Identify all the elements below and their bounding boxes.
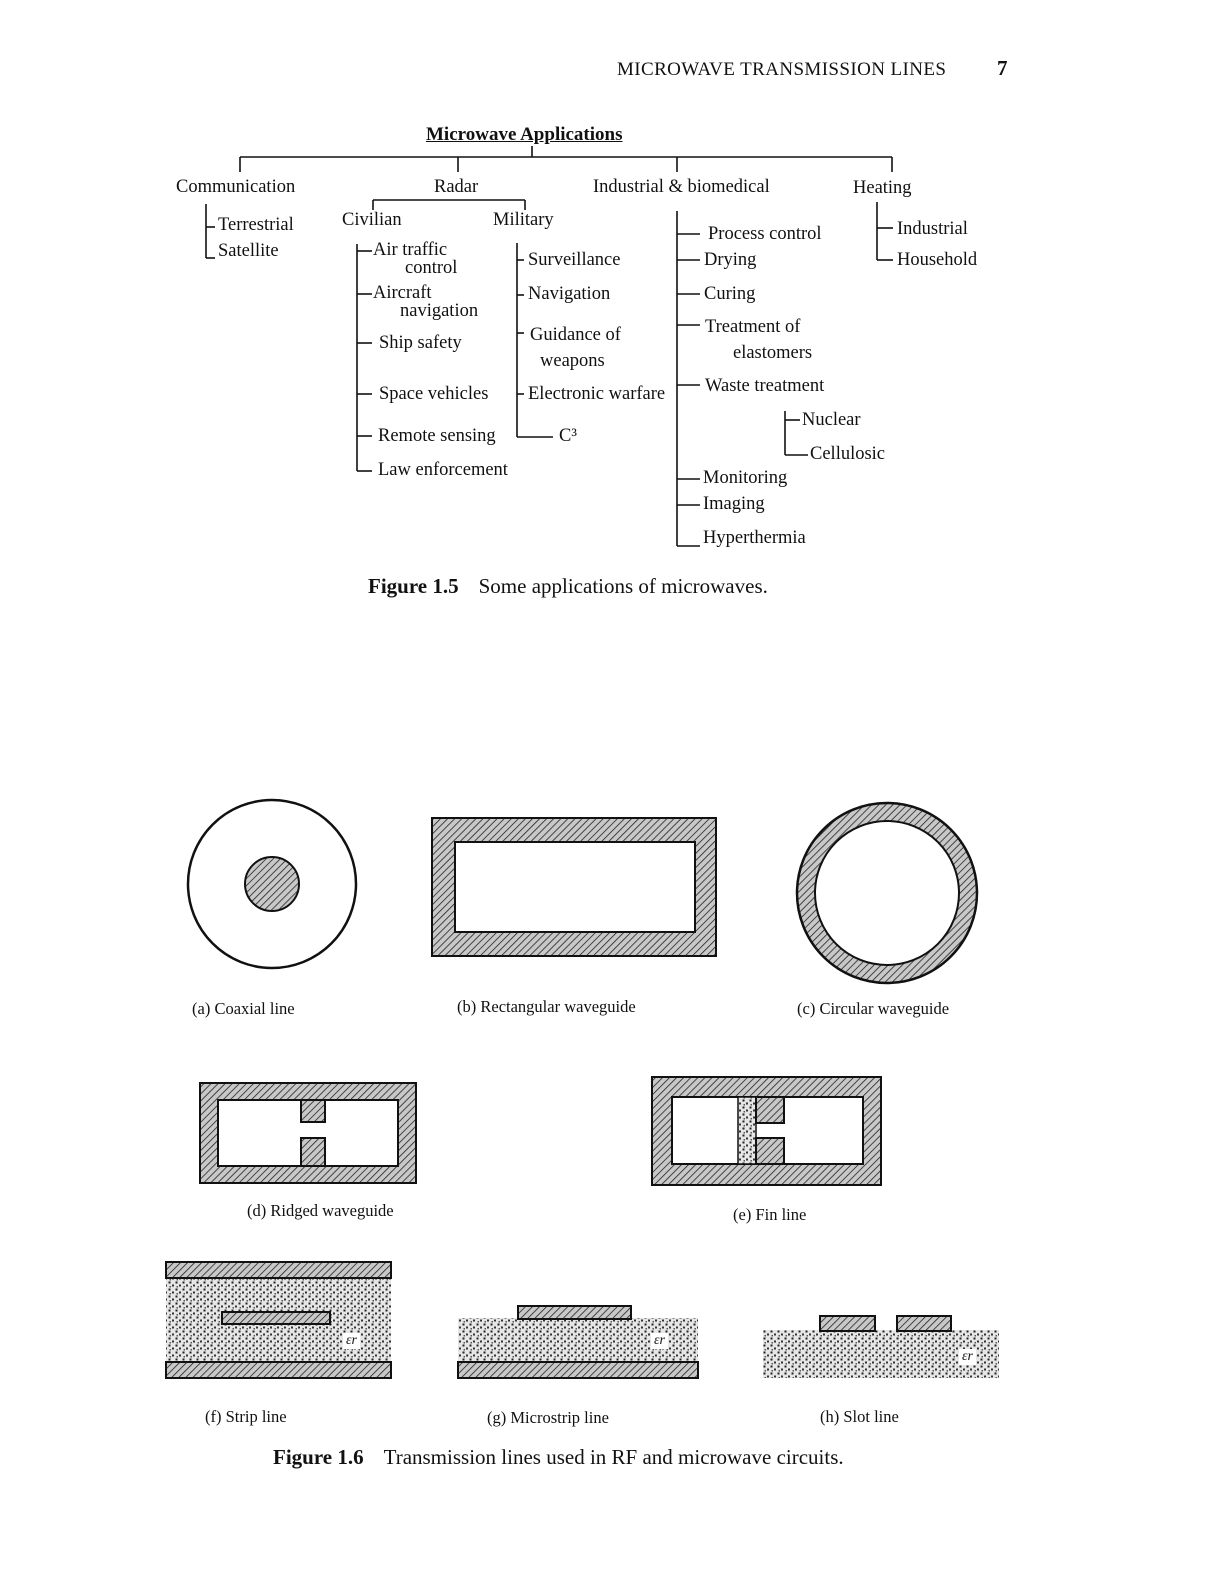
civilian-item: Air traffic — [373, 240, 448, 260]
civilian-item: Space vehicles — [379, 384, 489, 404]
civilian-item: Aircraft — [373, 283, 432, 303]
industrial-item: Hyperthermia — [703, 528, 806, 548]
industrial-item: Curing — [704, 284, 756, 304]
figure-1-5-label: Figure 1.5 — [368, 574, 459, 598]
rectangular-waveguide-drawing — [431, 817, 717, 957]
figure-1-5-text: Some applications of microwaves. — [478, 574, 768, 598]
civilian-item: Remote sensing — [378, 426, 496, 446]
civilian-item: navigation — [400, 301, 479, 321]
page-number: 7 — [997, 56, 1008, 80]
slot-line-label: (h) Slot line — [820, 1407, 899, 1426]
military-item: weapons — [540, 351, 605, 371]
fin-line-drawing — [651, 1076, 882, 1186]
military-item: Guidance of — [530, 325, 621, 345]
rectangular-waveguide-label: (b) Rectangular waveguide — [457, 997, 636, 1016]
slot-line-drawing — [763, 1315, 999, 1378]
industrial-item: Nuclear — [802, 410, 861, 430]
civilian-label: Civilian — [342, 210, 402, 230]
coaxial-line-drawing — [186, 798, 358, 970]
fin-line-label: (e) Fin line — [733, 1205, 807, 1224]
industrial-item: Process control — [708, 224, 822, 244]
military-item: Surveillance — [528, 250, 621, 270]
military-item: Navigation — [528, 284, 611, 304]
figure-1-6-text: Transmission lines used in RF and microw… — [383, 1445, 844, 1469]
figure-1-6-caption: Figure 1.6 Transmission lines used in RF … — [273, 1447, 844, 1468]
circular-waveguide-label: (c) Circular waveguide — [797, 999, 950, 1018]
industrial-label: Industrial & biomedical — [593, 177, 770, 197]
circular-waveguide-drawing — [795, 801, 979, 985]
military-label: Military — [493, 210, 554, 230]
applications-tree-lines — [205, 146, 893, 547]
running-title: MICROWAVE TRANSMISSION LINES — [617, 59, 947, 80]
satellite-item: Satellite — [218, 241, 279, 261]
strip-line-drawing — [165, 1261, 392, 1379]
civilian-item: Ship safety — [379, 333, 462, 353]
civilian-item: Law enforcement — [378, 460, 508, 480]
industrial-item: Treatment of — [705, 317, 801, 337]
civilian-item: control — [405, 258, 458, 278]
ridged-waveguide-drawing — [199, 1082, 417, 1184]
heating-label: Heating — [853, 178, 912, 198]
industrial-item: elastomers — [733, 343, 813, 363]
military-item: C³ — [559, 426, 577, 446]
radar-label: Radar — [434, 177, 479, 197]
industrial-item: Imaging — [703, 494, 765, 514]
industrial-item: Waste treatment — [705, 376, 825, 396]
heating-item: Household — [897, 250, 978, 270]
military-item: Electronic warfare — [528, 384, 666, 404]
industrial-item: Cellulosic — [810, 444, 886, 464]
slot-line-epsilon-label: εr — [959, 1349, 976, 1365]
strip-line-label: (f) Strip line — [205, 1407, 287, 1426]
strip-line-epsilon-label: εr — [343, 1333, 360, 1349]
figure-1-5-caption: Figure 1.5 Some applications of microwave… — [368, 576, 768, 597]
microstrip-line-label: (g) Microstrip line — [487, 1408, 609, 1427]
applications-title: Microwave Applications — [426, 124, 623, 145]
communication-label: Communication — [176, 177, 296, 197]
ridged-waveguide-label: (d) Ridged waveguide — [247, 1201, 394, 1220]
heating-item: Industrial — [897, 219, 968, 239]
industrial-item: Monitoring — [703, 468, 788, 488]
figure-1-6-label: Figure 1.6 — [273, 1445, 364, 1469]
microstrip-epsilon-label: εr — [651, 1333, 668, 1349]
coaxial-line-label: (a) Coaxial line — [192, 999, 295, 1018]
terrestrial-item: Terrestrial — [218, 215, 294, 235]
industrial-item: Drying — [704, 250, 757, 270]
